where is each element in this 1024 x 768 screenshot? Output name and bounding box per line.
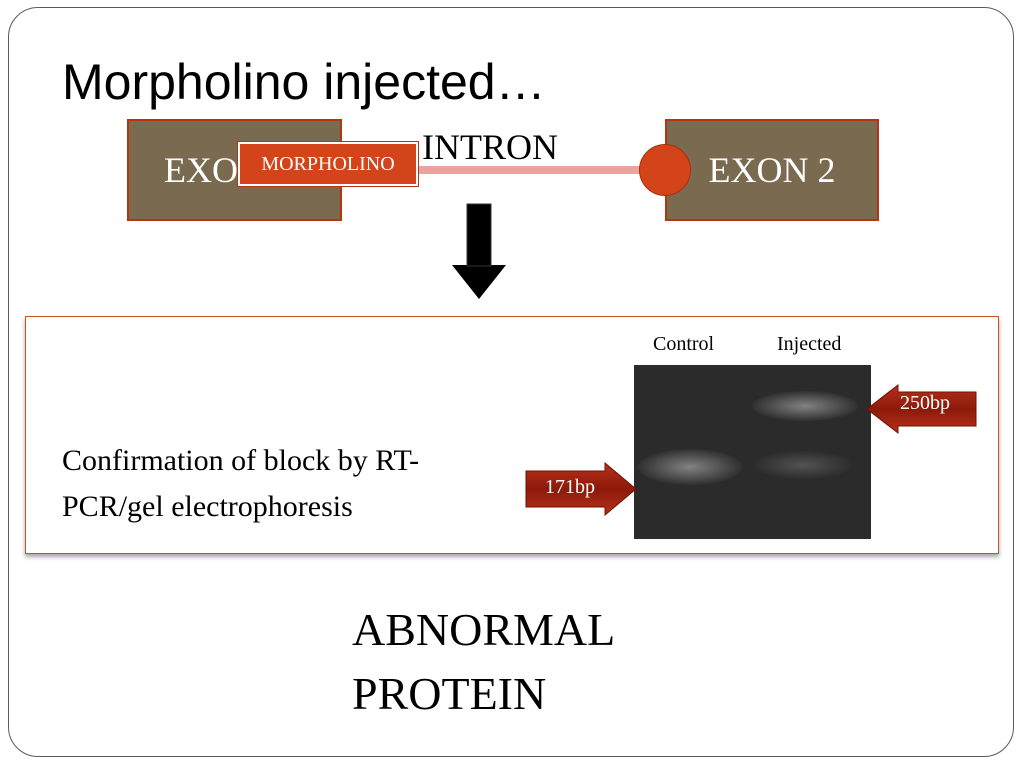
lane-label-control: Control (653, 333, 715, 355)
marker-arrow-250-icon (866, 384, 977, 434)
exon-2-box: EXON 2 (665, 119, 879, 221)
abnormal-line-1: ABNORMAL (352, 604, 616, 655)
lane-label-injected: Injected (777, 333, 842, 355)
abnormal-protein-text: ABNORMAL PROTEIN (352, 598, 615, 726)
gel-image (634, 365, 871, 539)
down-arrow-icon (452, 203, 506, 299)
confirmation-line-1: Confirmation of block by RT- (62, 444, 420, 477)
slide-title: Morpholino injected… (62, 54, 546, 110)
confirmation-line-2: PCR/gel electrophoresis (62, 490, 353, 523)
splice-site-circle (639, 144, 691, 196)
gel-band-injected-250 (752, 391, 858, 421)
intron-line (405, 166, 665, 174)
marker-label-250: 250bp (900, 392, 950, 414)
confirmation-text: Confirmation of block by RT- PCR/gel ele… (62, 438, 492, 530)
abnormal-line-2: PROTEIN (352, 668, 547, 719)
gel-band-injected-171 (754, 451, 852, 479)
morpholino-box: MORPHOLINO (237, 141, 419, 187)
intron-label: INTRON (422, 127, 558, 167)
morpholino-label: MORPHOLINO (261, 153, 395, 175)
exon-2-label: EXON 2 (708, 150, 836, 190)
marker-label-171: 171bp (545, 476, 595, 498)
gel-band-control-171 (638, 449, 742, 485)
marker-arrow-171-icon (525, 462, 637, 516)
